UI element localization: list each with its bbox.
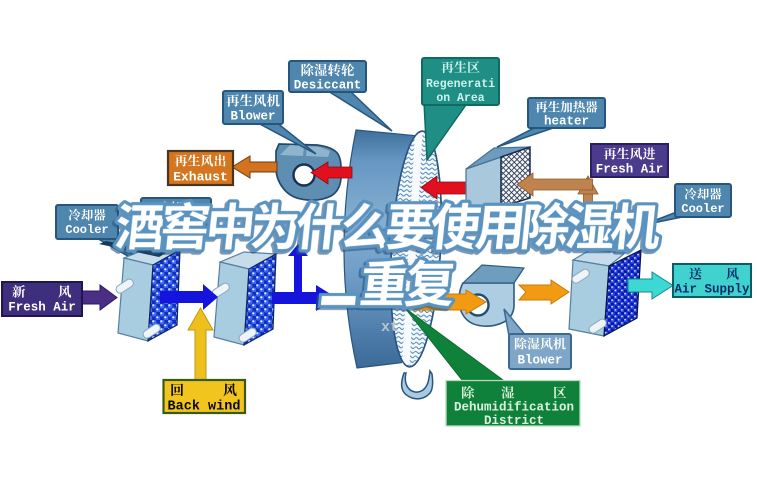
svg-text:Regenerati: Regenerati (426, 78, 495, 91)
svg-text:District: District (484, 414, 544, 428)
svg-text:Fresh Air: Fresh Air (8, 301, 76, 315)
svg-text:heater: heater (544, 115, 589, 129)
svg-text:Cooler: Cooler (65, 223, 108, 237)
svg-text:Exhaust: Exhaust (173, 170, 228, 185)
svg-text:xt: xt (381, 319, 399, 336)
svg-text:Back wind: Back wind (168, 400, 241, 415)
svg-text:Blower: Blower (517, 354, 562, 368)
svg-text:on Area: on Area (436, 92, 484, 105)
svg-text:Cooler: Cooler (681, 202, 724, 216)
svg-text:Fresh Air: Fresh Air (596, 163, 664, 177)
svg-text:Air Supply: Air Supply (674, 283, 750, 297)
svg-text:Desiccant: Desiccant (294, 79, 362, 93)
svg-text:Blower: Blower (230, 110, 275, 124)
svg-text:Dehumidification: Dehumidification (454, 401, 574, 415)
